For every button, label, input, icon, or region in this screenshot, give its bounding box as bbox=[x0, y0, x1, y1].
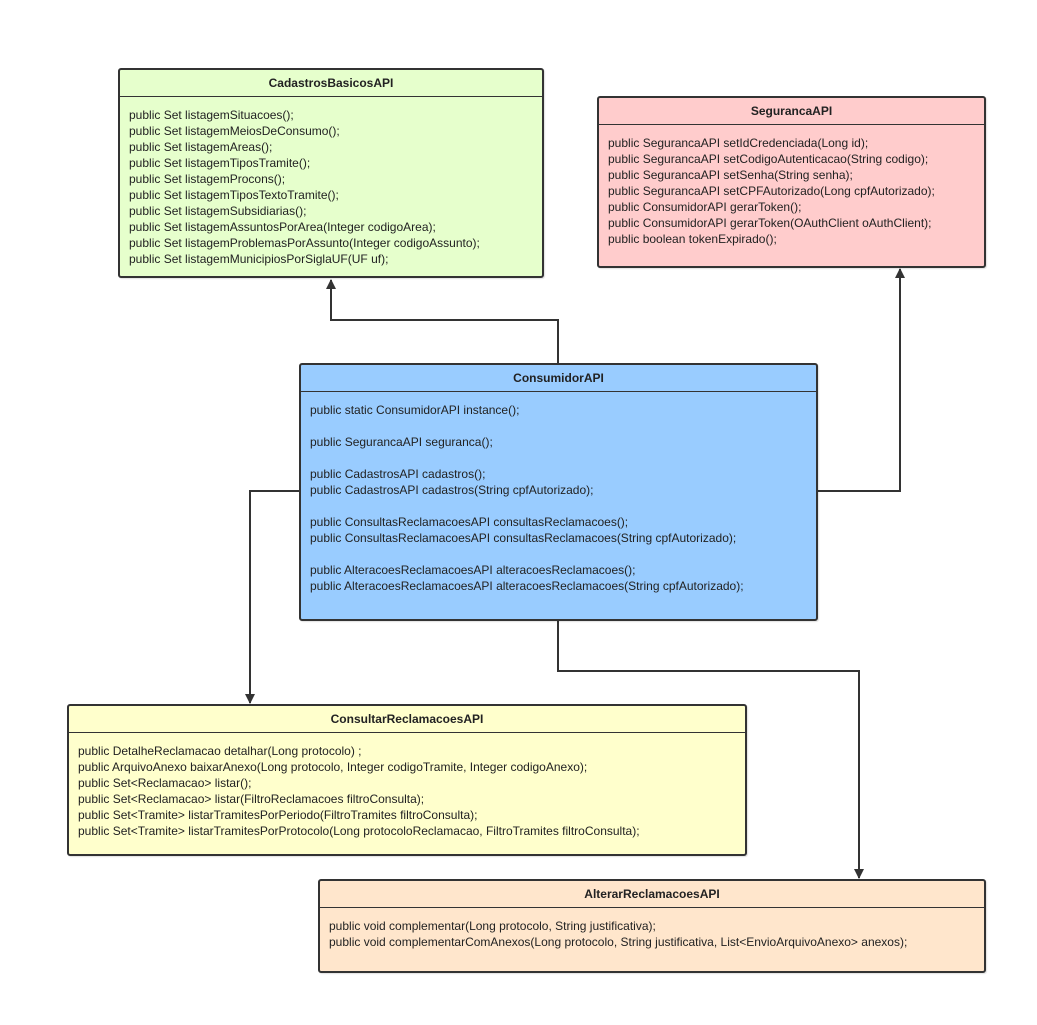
class-member: public Set listagemAreas(); bbox=[129, 140, 273, 154]
class-member: public Set<Tramite> listarTramitesPorPro… bbox=[78, 824, 640, 838]
class-member: public SegurancaAPI setIdCredenciada(Lon… bbox=[608, 136, 869, 150]
class-title: ConsultarReclamacoesAPI bbox=[69, 706, 745, 733]
class-member: public Set listagemSubsidiarias(); bbox=[129, 204, 307, 218]
class-member: public static ConsumidorAPI instance(); bbox=[310, 403, 520, 417]
class-member: public Set listagemMunicipiosPorSiglaUF(… bbox=[129, 252, 389, 266]
class-consultar-reclamacoes-api[interactable]: ConsultarReclamacoesAPI public DetalheRe… bbox=[67, 704, 747, 856]
class-member: public Set<Reclamacao> listar(); bbox=[78, 776, 252, 790]
connector-consumidor-to-cadastros bbox=[326, 279, 559, 364]
class-member: public SegurancaAPI setCPFAutorizado(Lon… bbox=[608, 184, 935, 198]
class-members: public Set listagemSituacoes(); public Se… bbox=[120, 97, 542, 273]
class-member: public ArquivoAnexo baixarAnexo(Long pro… bbox=[78, 760, 588, 774]
class-alterar-reclamacoes-api[interactable]: AlterarReclamacoesAPI public void comple… bbox=[318, 879, 986, 973]
class-member: public AlteracoesReclamacoesAPI alteraco… bbox=[310, 579, 744, 593]
class-title: AlterarReclamacoesAPI bbox=[320, 881, 984, 908]
class-title: ConsumidorAPI bbox=[301, 365, 816, 392]
class-member: public Set<Tramite> listarTramitesPorPer… bbox=[78, 808, 478, 822]
member-spacer bbox=[310, 418, 807, 434]
class-members: public DetalheReclamacao detalhar(Long p… bbox=[69, 733, 745, 845]
class-member: public ConsultasReclamacoesAPI consultas… bbox=[310, 515, 629, 529]
class-cadastros-basicos-api[interactable]: CadastrosBasicosAPI public Set listagemS… bbox=[118, 68, 544, 278]
class-title: SegurancaAPI bbox=[599, 98, 984, 125]
class-member: public ConsultasReclamacoesAPI consultas… bbox=[310, 531, 737, 545]
class-member: public Set listagemTiposTramite(); bbox=[129, 156, 311, 170]
member-spacer bbox=[310, 498, 807, 514]
class-consumidor-api[interactable]: ConsumidorAPI public static ConsumidorAP… bbox=[299, 363, 818, 621]
class-member: public Set listagemMeiosDeConsumo(); bbox=[129, 124, 340, 138]
class-member: public Set<Reclamacao> listar(FiltroRecl… bbox=[78, 792, 425, 806]
class-member: public Set listagemSituacoes(); bbox=[129, 108, 294, 122]
class-members: public SegurancaAPI setIdCredenciada(Lon… bbox=[599, 125, 984, 253]
class-member: public ConsumidorAPI gerarToken(OAuthCli… bbox=[608, 216, 932, 230]
class-member: public SegurancaAPI seguranca(); bbox=[310, 435, 493, 449]
class-title: CadastrosBasicosAPI bbox=[120, 70, 542, 97]
class-member: public boolean tokenExpirado(); bbox=[608, 232, 777, 246]
class-member: public Set listagemProcons(); bbox=[129, 172, 286, 186]
class-member: public SegurancaAPI setSenha(String senh… bbox=[608, 168, 853, 182]
member-spacer bbox=[310, 546, 807, 562]
class-member: public void complementar(Long protocolo,… bbox=[329, 919, 656, 933]
class-member: public AlteracoesReclamacoesAPI alteraco… bbox=[310, 563, 636, 577]
class-member: public DetalheReclamacao detalhar(Long p… bbox=[78, 744, 362, 758]
class-member: public Set listagemProblemasPorAssunto(I… bbox=[129, 236, 480, 250]
class-member: public void complementarComAnexos(Long p… bbox=[329, 935, 908, 949]
class-member: public CadastrosAPI cadastros(); bbox=[310, 467, 486, 481]
member-spacer bbox=[310, 450, 807, 466]
class-member: public ConsumidorAPI gerarToken(); bbox=[608, 200, 802, 214]
class-members: public void complementar(Long protocolo,… bbox=[320, 908, 984, 956]
class-member: public SegurancaAPI setCodigoAutenticaca… bbox=[608, 152, 929, 166]
class-member: public Set listagemAssuntosPorArea(Integ… bbox=[129, 220, 436, 234]
class-seguranca-api[interactable]: SegurancaAPI public SegurancaAPI setIdCr… bbox=[597, 96, 986, 268]
class-member: public Set listagemTiposTextoTramite(); bbox=[129, 188, 339, 202]
connector-consumidor-to-seguranca bbox=[818, 268, 905, 492]
class-members: public static ConsumidorAPI instance(); p… bbox=[301, 392, 816, 600]
class-member: public CadastrosAPI cadastros(String cpf… bbox=[310, 483, 594, 497]
connector-consumidor-to-consultar bbox=[245, 490, 299, 704]
